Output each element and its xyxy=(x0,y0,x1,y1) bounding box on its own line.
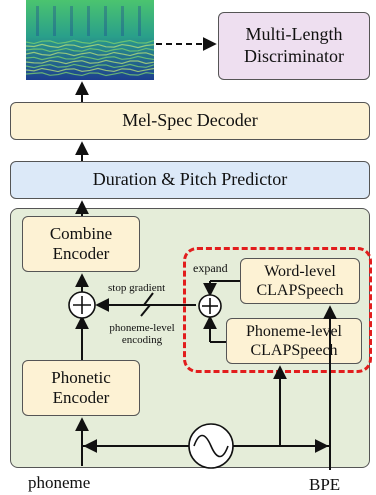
phoneme-level-clapspeech: Phoneme-level CLAPSpeech xyxy=(226,318,362,364)
duration-pitch-predictor: Duration & Pitch Predictor xyxy=(10,161,370,199)
mel-spectrogram-image xyxy=(26,0,154,80)
phonetic-encoder: Phonetic Encoder xyxy=(22,360,140,416)
stop-gradient-icon xyxy=(140,292,154,317)
word-level-clapspeech: Word-level CLAPSpeech xyxy=(240,258,360,304)
mel-spec-decoder: Mel-Spec Decoder xyxy=(10,102,370,140)
stop-gradient-label: stop gradient xyxy=(108,282,166,294)
phoneme-level-encoding-label: phoneme-level encoding xyxy=(109,322,175,347)
bpe-input-label: BPE xyxy=(309,475,341,494)
phoneme-input-label: phoneme xyxy=(28,473,91,492)
sine-wave-icon xyxy=(188,423,234,469)
expand-label: expand xyxy=(193,261,228,275)
multi-length-discriminator: Multi-Length Discriminator xyxy=(218,12,370,80)
spectrogram xyxy=(26,0,154,80)
combine-encoder: Combine Encoder xyxy=(22,216,140,272)
sum-node-main xyxy=(68,291,96,319)
sum-node-clap xyxy=(198,294,222,318)
